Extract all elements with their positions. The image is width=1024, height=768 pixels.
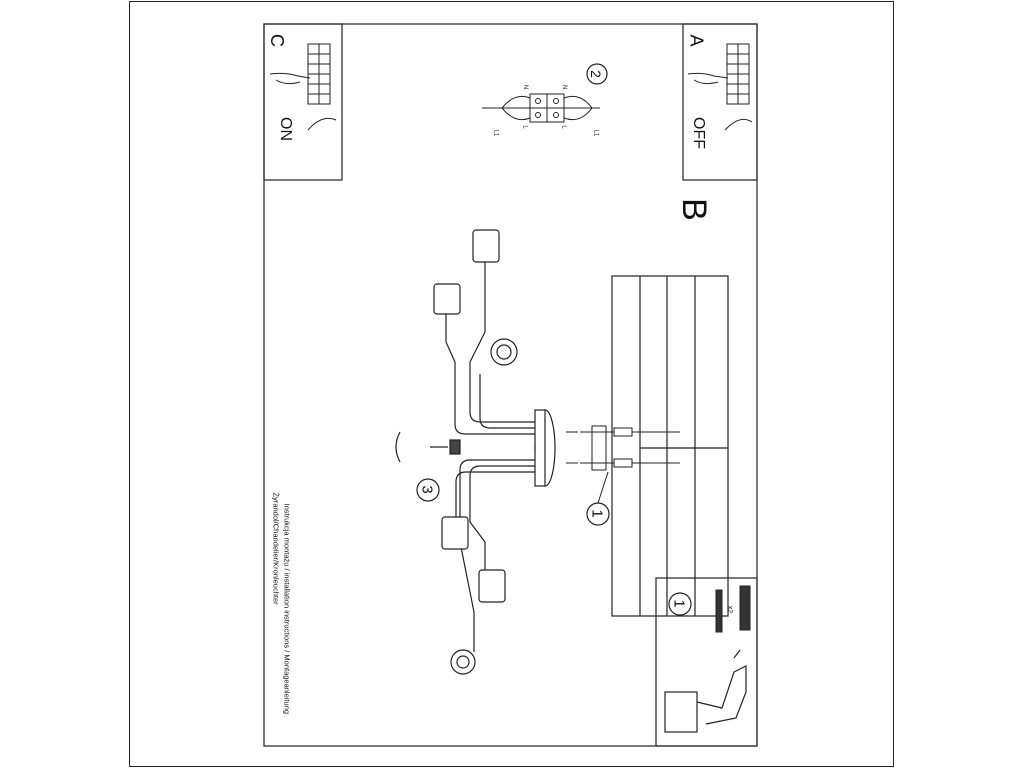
terminal-label-l1-left: L1	[492, 129, 499, 137]
step-1-tools-circle	[668, 592, 692, 616]
instructions-title: Instrukcja montażu / installation instru…	[282, 503, 292, 715]
panel-c-frame	[263, 23, 343, 181]
terminal-label-l-right: L	[560, 125, 567, 129]
arrow-a	[724, 118, 753, 131]
arrow-c	[307, 117, 337, 131]
terminal-label-l1-right: L1	[592, 129, 599, 137]
panel-c-letter: C	[267, 34, 287, 47]
panel-b-letter: B	[674, 198, 713, 221]
terminal-block-c	[269, 43, 331, 105]
wiring-diagram	[482, 93, 600, 123]
step-3-label: 3	[418, 485, 436, 494]
canopy	[534, 409, 556, 487]
drill-icon	[664, 649, 747, 733]
instructions-subtitle: Żyrandol/Chandelier/Kronleuchter	[271, 492, 281, 605]
step-1-tools-label: 1	[670, 599, 688, 608]
mounting-bracket	[566, 425, 680, 471]
terminal-label-n-right: N	[561, 84, 568, 90]
panel-b-frame	[263, 23, 758, 747]
screw-detail	[395, 431, 461, 463]
screw-and-plug-icon	[715, 585, 751, 633]
terminal-label-n-left: N	[522, 84, 529, 90]
sheet-drawing	[263, 23, 758, 747]
ceiling-boards	[611, 275, 729, 617]
step-2-circle	[586, 63, 608, 85]
panel-tools-frame	[655, 577, 758, 747]
panel-a-state: OFF	[690, 117, 707, 149]
instruction-sheet: C ON A OFF B 2 1 3 1 x2 N N L L L1 L1 In…	[129, 1, 894, 767]
terminal-block-a	[687, 43, 750, 105]
chandelier-arms	[445, 257, 535, 652]
fixings-quantity: x2	[726, 605, 734, 614]
panel-a-frame	[682, 23, 758, 181]
step-1-label: 1	[588, 509, 606, 518]
lamp-shades	[433, 229, 518, 675]
step-3-circle	[416, 478, 440, 502]
terminal-label-l-left: L	[521, 125, 528, 129]
panel-c-state: ON	[277, 117, 294, 141]
step-2-label: 2	[587, 70, 604, 78]
panel-a-letter: A	[686, 34, 707, 47]
